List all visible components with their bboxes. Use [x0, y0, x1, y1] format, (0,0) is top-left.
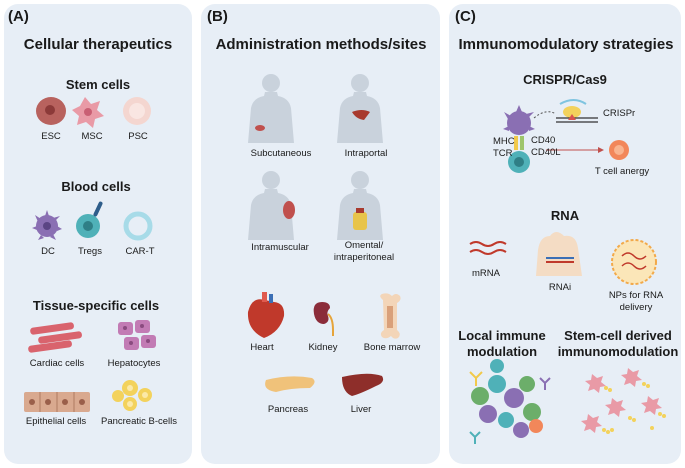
- pancreas-icon: [265, 376, 315, 392]
- msc-icon: [72, 97, 104, 128]
- panel-immunomodulatory: [449, 4, 681, 464]
- nanoparticle-icon: [611, 239, 657, 285]
- panel-a-title: Cellular therapeutics: [23, 36, 173, 53]
- rnai-label: RNAi: [548, 282, 572, 293]
- tcr-label: TCR: [493, 148, 513, 159]
- t-cell-anergy-label: T cell anergy: [594, 166, 650, 177]
- stem-cells-heading: Stem cells: [65, 77, 131, 92]
- esc-label: ESC: [41, 131, 61, 142]
- local-immune-line1: Local immune: [458, 328, 546, 343]
- esc-icon: [36, 97, 66, 125]
- rnai-icon: [536, 232, 582, 276]
- mhc-label: MHC: [493, 136, 515, 147]
- tissue-cell-icons: [24, 320, 156, 412]
- pancreatic-b-cells-icon: [112, 380, 152, 411]
- apc-cell-icon: [503, 105, 535, 135]
- intramuscular-label: Intramuscular: [251, 242, 309, 253]
- local-modulation-cluster: [469, 359, 551, 444]
- nps-label-line2: delivery: [619, 302, 653, 313]
- panel-c-title: Immunomodulatory strategies: [458, 36, 674, 53]
- secreted-factors-icon: [602, 382, 666, 434]
- anergic-t-cell-icon: [609, 140, 629, 160]
- intraportal-label: Intraportal: [344, 148, 388, 159]
- tregs-icon: [76, 201, 103, 238]
- t-cell-icon: [508, 151, 530, 173]
- kidney-icon: [313, 302, 334, 336]
- blood-cell-icons: [32, 201, 153, 241]
- cardiac-cells-label: Cardiac cells: [29, 358, 85, 369]
- stem-cell-derived-line2: immunomodulation: [557, 344, 679, 359]
- panel-a-label: (A): [8, 8, 29, 25]
- omental-label: Omental/: [344, 240, 384, 251]
- bone-marrow-label: Bone marrow: [363, 342, 421, 353]
- cd40-label: CD40: [531, 135, 556, 146]
- panel-b-title: Administration methods/sites: [215, 36, 427, 53]
- epithelial-cells-label: Epithelial cells: [25, 416, 87, 427]
- hepatocytes-icon: [118, 320, 156, 350]
- cardiac-cells-icon: [28, 322, 82, 353]
- mrna-label: mRNA: [472, 268, 500, 279]
- blood-cells-heading: Blood cells: [61, 179, 131, 194]
- subcutaneous-body: [248, 74, 294, 143]
- dc-label: DC: [41, 246, 55, 257]
- local-immune-line2: modulation: [466, 344, 538, 359]
- heart-label: Heart: [250, 342, 274, 353]
- rna-icons: [469, 232, 657, 285]
- nps-label-line1: NPs for RNA: [608, 290, 664, 301]
- crispr-diagram: [503, 99, 629, 173]
- stem-cell-icons: [36, 97, 151, 128]
- liver-icon: [342, 373, 384, 396]
- cas9-icon: [556, 99, 598, 123]
- cd40l-label: CD40L: [531, 147, 561, 158]
- tissue-cells-heading: Tissue-specific cells: [32, 298, 160, 313]
- dc-icon: [32, 210, 62, 240]
- psc-label: PSC: [128, 131, 148, 142]
- rna-heading: RNA: [550, 208, 580, 223]
- heart-icon: [247, 292, 285, 338]
- mhc-receptor: [514, 136, 518, 150]
- pancreatic-b-cells-label: Pancreatic B-cells: [100, 416, 178, 427]
- mrna-icon: [469, 241, 507, 255]
- organ-icons: [247, 292, 401, 396]
- panel-b-label: (B): [207, 8, 228, 25]
- hepatocytes-label: Hepatocytes: [107, 358, 161, 369]
- car-t-label: CAR-T: [125, 246, 155, 257]
- pancreas-label: Pancreas: [267, 404, 309, 415]
- immune-cells-icon: [469, 359, 551, 444]
- omental-body: [337, 171, 383, 240]
- body-silhouettes: [248, 74, 383, 240]
- tregs-label: Tregs: [78, 246, 102, 257]
- intramuscular-body: [248, 171, 295, 240]
- crispr-label: CRISPr: [603, 108, 636, 119]
- intraportal-body: [337, 74, 383, 143]
- crispr-heading: CRISPR/Cas9: [523, 72, 607, 87]
- panel-administration: [201, 4, 440, 464]
- intraperitoneal-label: intraperitoneal: [333, 252, 395, 263]
- msc-cluster-icon: [581, 368, 662, 433]
- kidney-label: Kidney: [308, 342, 338, 353]
- panel-cellular-therapeutics: [4, 4, 192, 464]
- cd40-receptor: [520, 136, 524, 150]
- msc-label: MSC: [81, 131, 103, 142]
- liver-label: Liver: [350, 404, 372, 415]
- bone-marrow-icon: [380, 293, 401, 339]
- subcutaneous-label: Subcutaneous: [250, 148, 312, 159]
- panel-c-label: (C): [455, 8, 476, 25]
- car-t-icon: [123, 211, 153, 241]
- psc-icon: [123, 97, 151, 125]
- stem-cell-modulation-cluster: [581, 368, 666, 434]
- stem-cell-derived-line1: Stem-cell derived: [564, 328, 672, 343]
- epithelial-cells-icon: [24, 392, 90, 412]
